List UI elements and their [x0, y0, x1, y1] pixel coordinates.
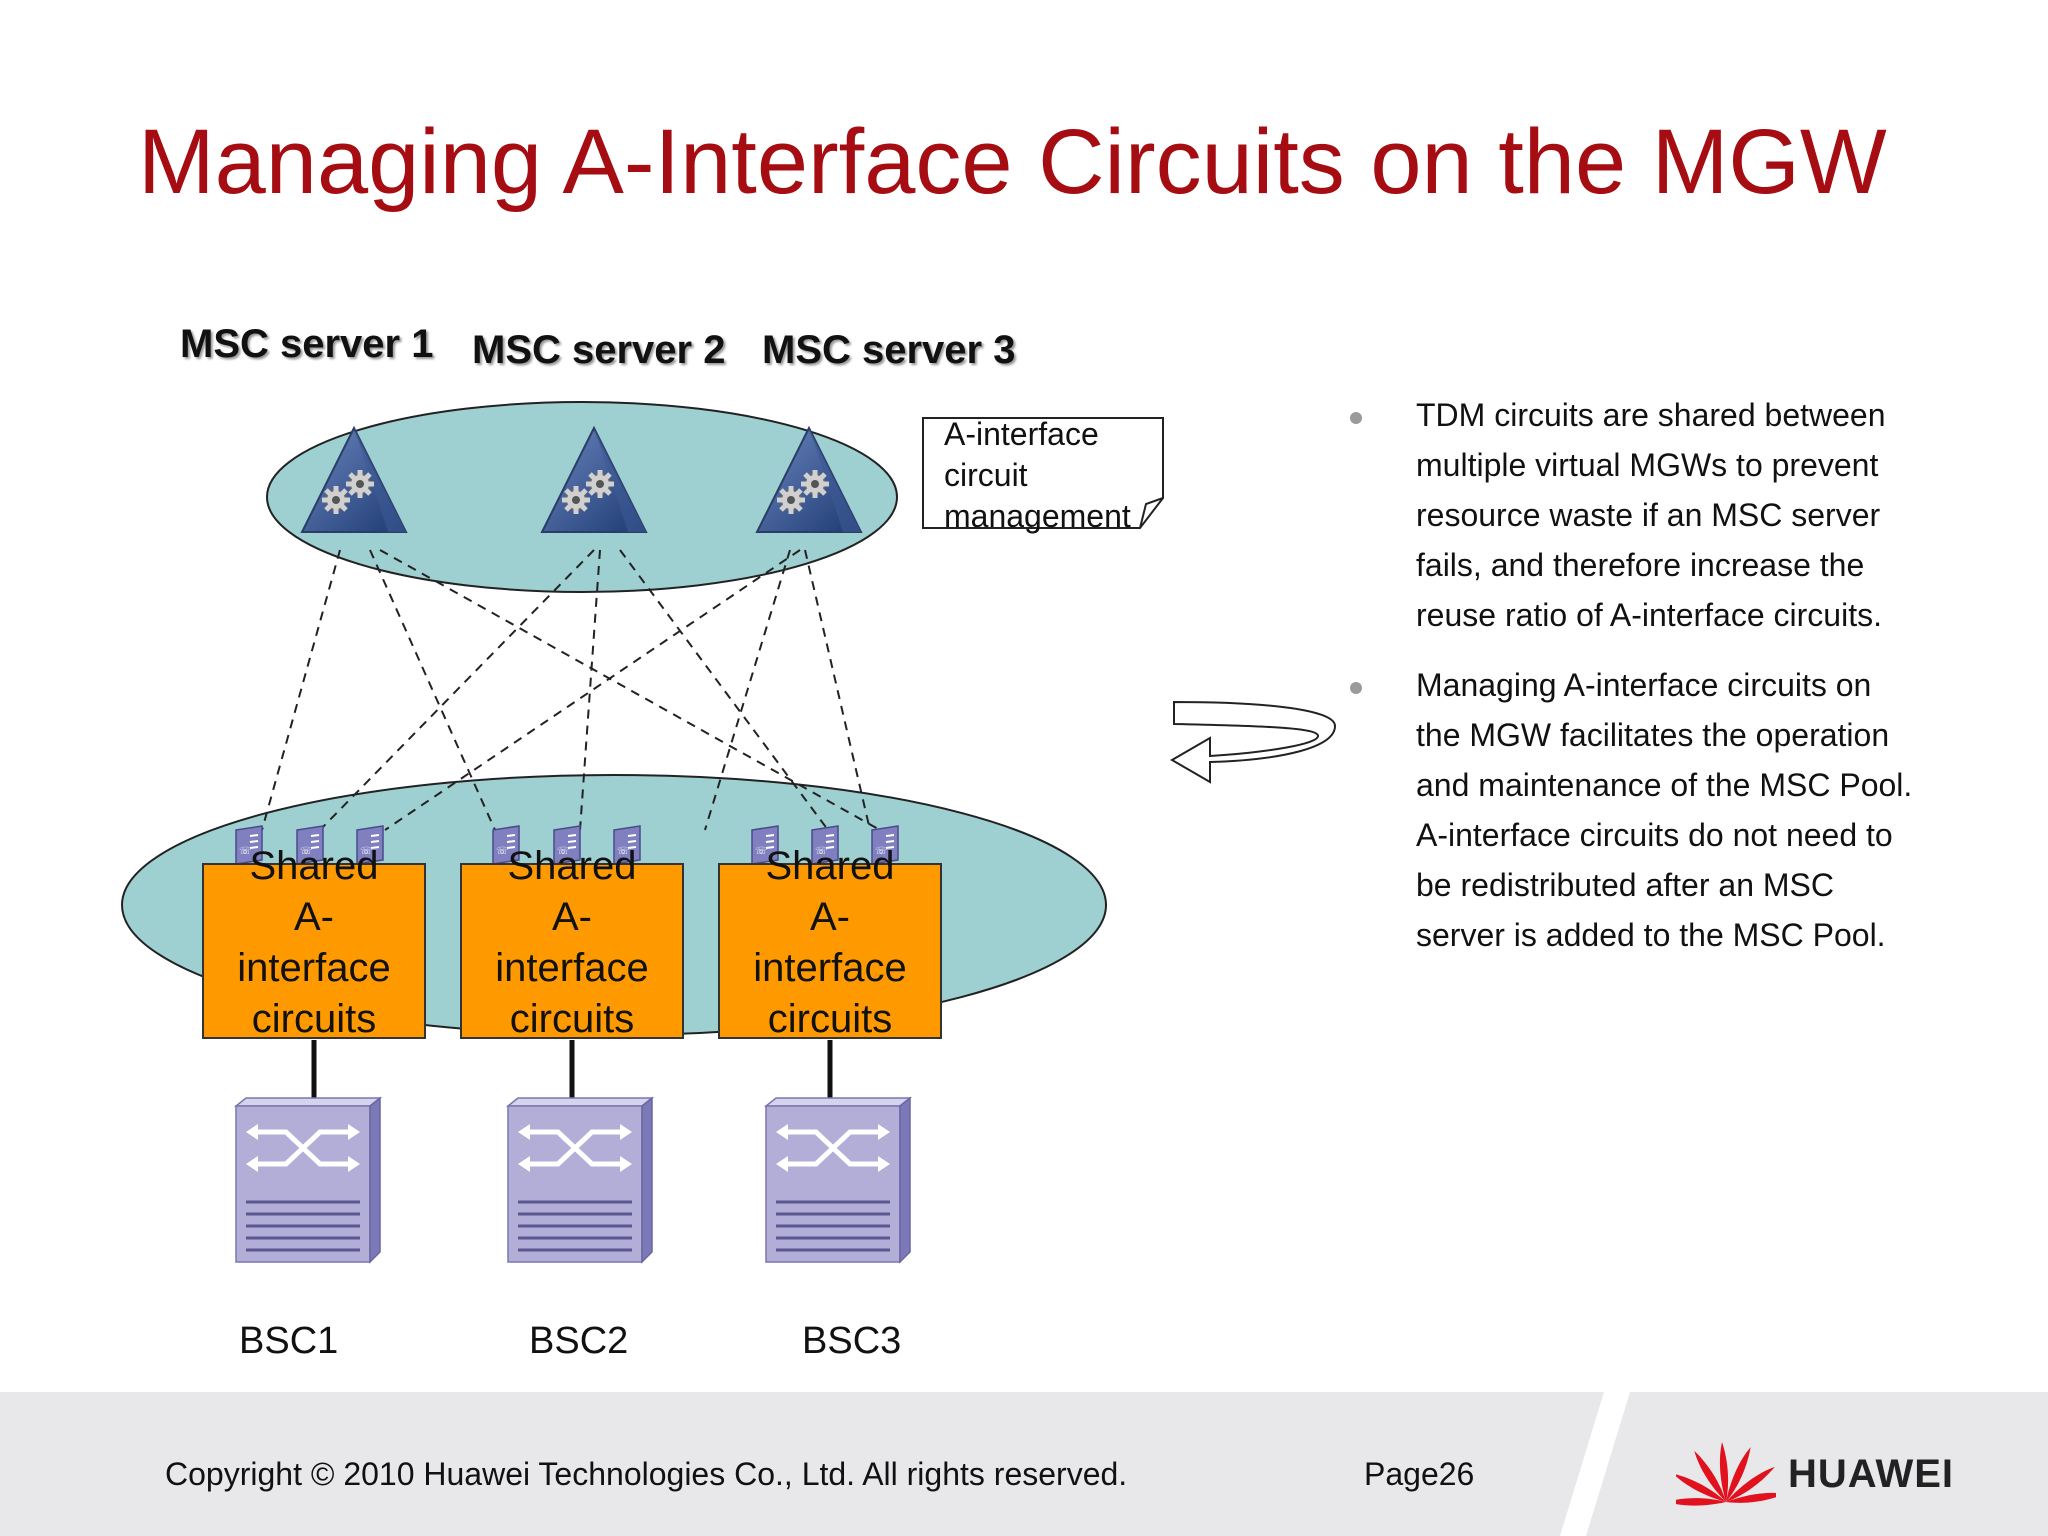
slide-title: Managing A-Interface Circuits on the MGW: [138, 111, 1887, 213]
note-text: A-interface circuit management: [944, 416, 1131, 534]
shared-circuits-box-3: Shared A- interface circuits: [718, 844, 942, 1041]
bsc2-device-icon: [508, 1098, 652, 1262]
dashed-connections: [261, 549, 881, 831]
msc-server-3-label: MSC server 3: [762, 328, 1016, 372]
shared-circuits-label: Shared A- interface circuits: [495, 844, 649, 1041]
shared-circuits-label: Shared A- interface circuits: [237, 844, 391, 1041]
network-diagram: ☏: [121, 401, 1337, 1300]
bullet-text: Managing A-interface circuits on the MGW…: [1416, 667, 1913, 953]
bullet-item: TDM circuits are shared between multiple…: [1340, 390, 1920, 640]
page-number: Page26: [1364, 1456, 1475, 1492]
bullet-item: Managing A-interface circuits on the MGW…: [1340, 660, 1920, 960]
shared-circuits-box-1: Shared A- interface circuits: [202, 844, 426, 1041]
shared-circuits-box-2: Shared A- interface circuits: [460, 844, 684, 1041]
bullet-text: TDM circuits are shared between multiple…: [1416, 397, 1886, 633]
bsc1-device-icon: [236, 1098, 380, 1262]
bsc2-label: BSC2: [529, 1320, 629, 1362]
curved-arrow-icon: [1170, 700, 1337, 784]
msc-server-1-label: MSC server 1: [180, 322, 434, 366]
bullet-dot-icon: [1350, 682, 1362, 694]
bullet-dot-icon: [1350, 412, 1362, 424]
brand-name: HUAWEI: [1788, 1452, 1954, 1496]
bsc3-device-icon: [766, 1098, 910, 1262]
footer: Copyright © 2010 Huawei Technologies Co.…: [0, 1392, 2048, 1536]
bsc1-label: BSC1: [239, 1320, 339, 1362]
bullet-list: TDM circuits are shared between multiple…: [1340, 390, 1920, 960]
msc-server-2-label: MSC server 2: [472, 328, 726, 372]
bsc3-label: BSC3: [802, 1320, 902, 1362]
shared-circuits-label: Shared A- interface circuits: [753, 844, 907, 1041]
note-box-shape: [922, 417, 1164, 529]
footer-copyright: Copyright © 2010 Huawei Technologies Co.…: [165, 1456, 1128, 1492]
huawei-logo-icon: [1676, 1442, 1776, 1506]
bsc-connectors: [311, 1040, 833, 1100]
footer-divider-icon: [1560, 1392, 1630, 1536]
